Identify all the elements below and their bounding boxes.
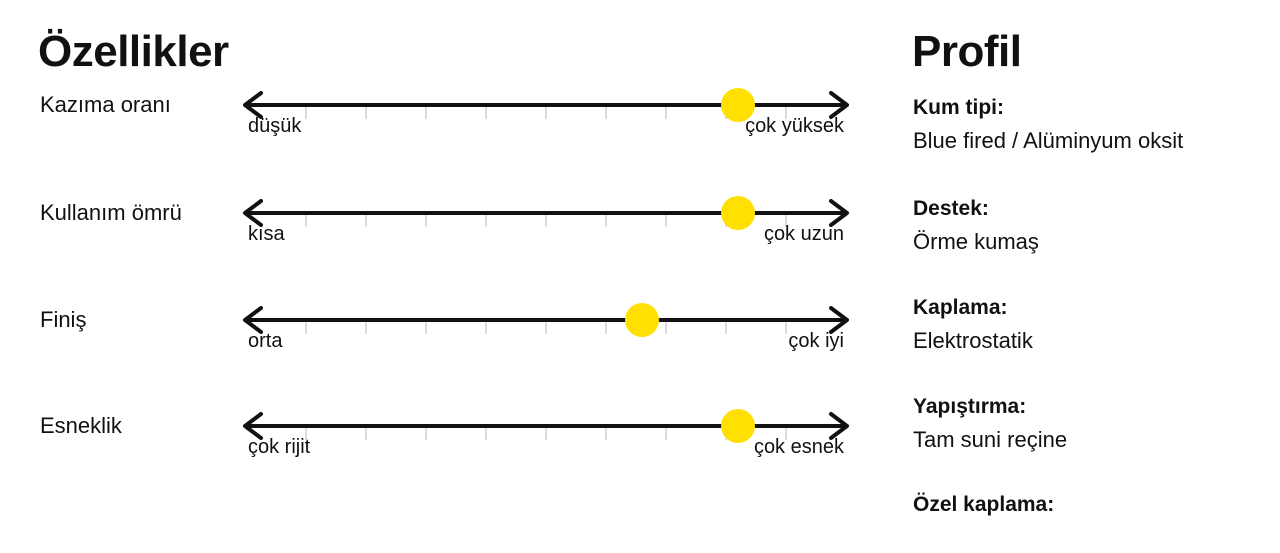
scale-max-label: çok yüksek — [745, 115, 844, 137]
scale-line-svg — [243, 409, 849, 443]
property-label-flexibility: Esneklik — [40, 413, 122, 438]
profile-item-coating: Kaplama: Elektrostatik — [913, 297, 1273, 352]
scale-flexibility: çok rijit çok esnek — [240, 409, 852, 471]
profile-key: Yapıştırma: — [913, 395, 1027, 418]
scale-line-svg — [243, 196, 849, 230]
scale-min-label: çok rijit — [248, 436, 311, 458]
scale-min-label: düşük — [248, 115, 302, 137]
arrow-right-icon — [829, 199, 849, 227]
scale-line-svg — [243, 303, 849, 337]
arrow-left-icon — [243, 199, 263, 227]
arrow-right-icon — [829, 91, 849, 119]
level-dot — [721, 88, 755, 122]
profile-value: Elektrostatik — [913, 328, 1033, 353]
level-dot — [721, 196, 755, 230]
profile-key: Destek: — [913, 197, 989, 220]
scale-min-label: kısa — [248, 223, 285, 245]
level-dot — [625, 303, 659, 337]
profile-value: Blue fired / Alüminyum oksit — [913, 128, 1184, 153]
scale-finish: orta çok iyi — [240, 303, 852, 365]
property-label-lifetime: Kullanım ömrü — [40, 200, 182, 225]
scale-max-label: çok iyi — [788, 330, 844, 352]
properties-heading: Özellikler — [38, 27, 229, 76]
profile-key: Kum tipi: — [913, 96, 1004, 119]
arrow-right-icon — [829, 412, 849, 440]
arrow-left-icon — [243, 412, 263, 440]
property-label-finish: Finiş — [40, 307, 87, 332]
scale-max-label: çok uzun — [763, 223, 844, 245]
scale-max-label: çok esnek — [753, 436, 844, 458]
arrow-right-icon — [829, 306, 849, 334]
profile-item-backing: Destek: Örme kumaş — [913, 198, 1273, 253]
level-dot — [721, 409, 755, 443]
profile-value: Örme kumaş — [913, 229, 1039, 254]
arrow-left-icon — [243, 306, 263, 334]
profile-key: Özel kaplama: — [913, 493, 1055, 516]
scale-abrasion-rate: düşük çok yüksek — [240, 88, 852, 150]
scale-lifetime: kısa çok uzun — [240, 196, 852, 258]
scale-line-svg — [243, 88, 849, 122]
profile-value: Tam suni reçine — [913, 427, 1068, 452]
arrow-left-icon — [243, 91, 263, 119]
profile-key: Kaplama: — [913, 296, 1008, 319]
profile-item-bonding: Yapıştırma: Tam suni reçine — [913, 396, 1273, 451]
profile-item-special-coating: Özel kaplama: — [913, 494, 1273, 527]
property-label-abrasion-rate: Kazıma oranı — [40, 92, 171, 117]
scale-min-label: orta — [248, 330, 283, 352]
profile-item-grit-type: Kum tipi: Blue fired / Alüminyum oksit — [913, 97, 1273, 152]
profile-heading: Profil — [912, 27, 1022, 76]
